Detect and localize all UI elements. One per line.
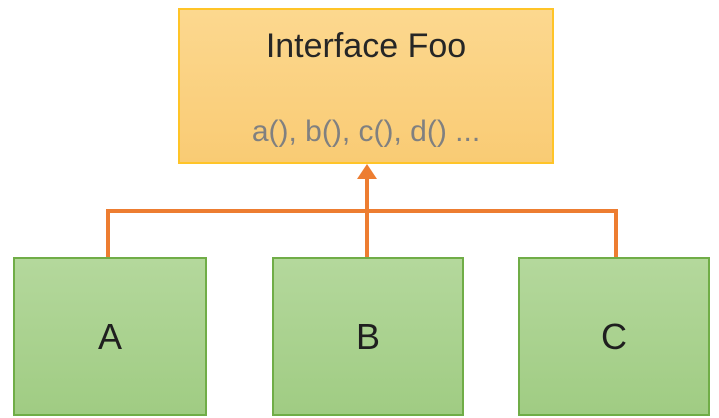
node-label-b: B [355, 315, 380, 357]
interface-methods-text: a(), b(), c(), d() ... [251, 115, 481, 148]
node-box-b: B [272, 257, 464, 416]
node-box-c: C [518, 257, 710, 416]
interface-title: Interface Foo [265, 27, 467, 65]
node-label-c: C [601, 315, 627, 357]
connector-vertical-middle [365, 176, 369, 257]
interface-foo-box: Interface Foo a(), b(), c(), d() ... [178, 8, 554, 164]
node-label-a: A [97, 315, 122, 357]
node-box-a: A [13, 257, 207, 416]
connector-vertical-right [614, 209, 618, 257]
connector-vertical-left [106, 209, 110, 257]
connector-horizontal-line [106, 209, 618, 213]
arrow-up-icon [357, 164, 377, 179]
